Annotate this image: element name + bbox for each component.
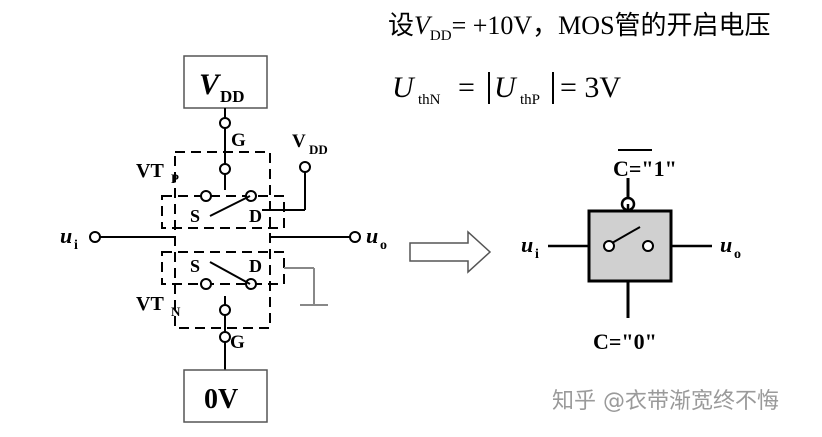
svg-text:设VDD= +10V，MOS管的开启电压: 设VDD= +10V，MOS管的开启电压 [388,11,771,44]
vtn-sub: N [171,304,181,319]
nmos-drain-label: D [249,256,262,276]
pmos-drain-label: D [249,206,262,226]
top-gate-terminal [219,117,231,129]
control-top-label: C="1" [613,156,677,181]
nmos-switch-box [161,251,285,285]
pmos-gate-node [219,163,231,175]
bottom-gate-terminal [219,331,231,343]
formula-vdd-var: V [414,11,433,40]
formula-vdd-sub: DD [430,28,452,44]
input-terminal [89,231,101,243]
control-bottom-label: C="0" [593,329,657,354]
formula-uthn-sub: thN [418,92,441,108]
formula-uthn-var: U [392,71,416,104]
vdd-side-terminal [299,161,311,173]
output-terminal [349,231,361,243]
output-sub: o [380,238,387,253]
pmos-switch: VT P S D [136,160,262,226]
vdd-side-sub: DD [309,142,328,157]
formula-equals: = [458,71,475,104]
vdd-side-label: V [292,131,306,152]
input-label: u [60,223,72,248]
vtp-sub: P [171,171,179,186]
pmos-switch-box [161,195,285,229]
formula-prefix: 设 [388,11,414,40]
vtp-label: VT [136,160,164,182]
nmos-switch: S D VT N [136,256,262,319]
top-gate-label: G [231,130,246,151]
vtn-label: VT [136,293,164,315]
vdd-box-sub: DD [220,87,245,106]
formula-rest: = +10V，MOS管的开启电压 [452,11,771,40]
formula-line-2: U thN = U thP = 3V [392,71,621,108]
symbol-input-label: u [521,232,533,257]
ground-box-label: 0V [204,384,238,415]
symbol-output-sub: o [734,247,741,262]
watermark-text: 知乎 @衣带渐宽终不悔 [552,389,779,414]
vdd-supply-box: V DD [183,55,268,109]
pmos-source-label: S [190,206,200,226]
vdd-box-label: V [199,68,222,101]
bottom-gate-label: G [230,332,245,353]
switch-box [587,209,673,283]
output-label: u [366,223,378,248]
input-sub: i [74,238,78,253]
formula-value: = 3V [560,71,621,104]
transmission-gate-boundary [174,151,271,329]
ground-supply-box: 0V [183,369,268,423]
formula-line-1: 设VDD= +10V，MOS管的开启电压 [388,11,771,44]
formula-uthp-sub: thP [520,92,540,108]
formula-uthp-var: U [494,71,518,104]
symbol-output-label: u [720,232,732,257]
hollow-arrow-icon [409,230,492,274]
switch-symbol: C="1" u i u o C="0" [521,149,741,354]
nmos-gate-node [219,304,231,316]
symbol-input-sub: i [535,247,539,262]
nmos-source-label: S [190,256,200,276]
